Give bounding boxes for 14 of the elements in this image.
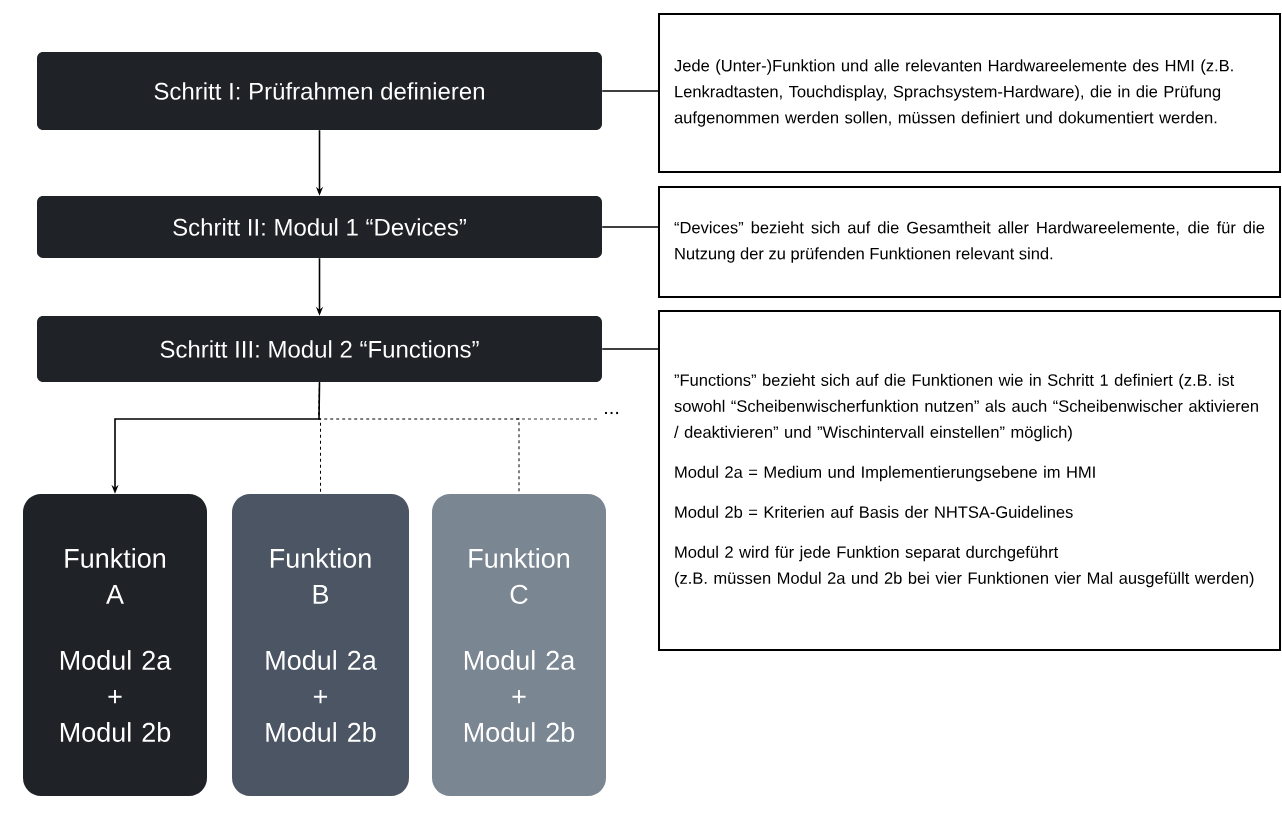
description-box: Jede (Unter-)Funktion und alle relevanten Hardwareelemente des HMI (z.B. Lenkradtasten, Touchdisplay, Sprachsystem-Hardware), die in die Prüfung aufgenommen werden sollen, müssen definiert und dokumentiert werden. <box>658 13 1281 173</box>
ellipsis: ... <box>605 411 619 415</box>
description-box: ”Functions” bezieht sich auf die Funktionen wie in Schritt 1 definiert (z.B. ist sowohl “Scheibenwischerfunktion nutzen” als auch “Scheibenwischer aktivieren / deaktivieren” und ”Wischintervall einstellen” möglich) Modul 2a = Medium und Implementierungsebene im HMI Modul 2b = Kriterien auf Basis der NHTSA-Guidelines Modul 2 wird für jede Funktion separat durchgeführt (z.B. müssen Modul 2a und 2b bei vier Funktionen vier Mal ausgefüllt werden) <box>658 310 1281 651</box>
step-box: Schritt I: Prüfrahmen definieren <box>37 52 602 130</box>
connector-line <box>601 90 659 92</box>
connector-line <box>601 348 659 350</box>
step-box: Schritt III: Modul 2 “Functions” <box>37 316 602 382</box>
function-box: Funktion C Modul 2a + Modul 2b <box>432 494 606 796</box>
dashed-connector <box>318 381 520 495</box>
step-box: Schritt II: Modul 1 “Devices” <box>37 196 602 258</box>
function-box: Funktion A Modul 2a + Modul 2b <box>23 494 207 796</box>
function-box: Funktion B Modul 2a + Modul 2b <box>232 494 409 796</box>
connector-line <box>601 226 659 228</box>
description-box: “Devices” bezieht sich auf die Gesamtheit aller Hardwareelemente, die für die Nutzung der zu prüfenden Funktionen relevant sind. <box>658 186 1281 298</box>
